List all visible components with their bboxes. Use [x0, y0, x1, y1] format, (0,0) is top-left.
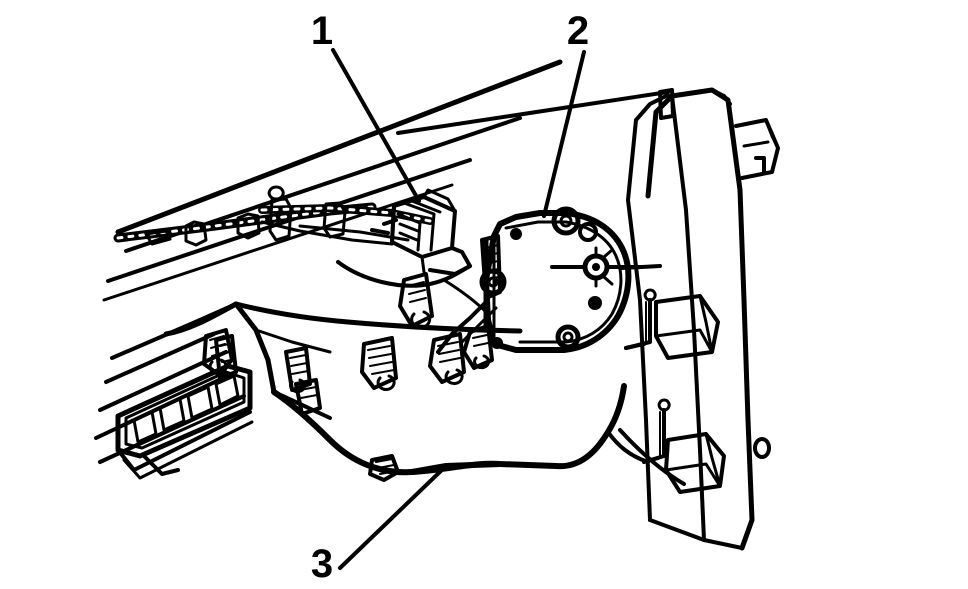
electrical-connector-body: [336, 188, 472, 288]
leader-line-2: [542, 50, 586, 218]
callout-number-1: 1: [311, 9, 333, 53]
callout-numbers: 1 2 3: [311, 9, 589, 586]
callout-number-3: 3: [311, 542, 333, 586]
right-pillar-structure: [618, 87, 780, 551]
leader-line-1: [331, 48, 421, 203]
leader-line-3: [338, 464, 448, 570]
wiring-harness-conduit: [113, 185, 434, 247]
drawing-linework: [94, 48, 780, 570]
callout-leader-lines: [331, 48, 586, 570]
callout-number-2: 2: [567, 9, 589, 53]
mode-door-actuator-assembly: [436, 206, 662, 354]
vent-grille-assembly: [94, 302, 322, 480]
